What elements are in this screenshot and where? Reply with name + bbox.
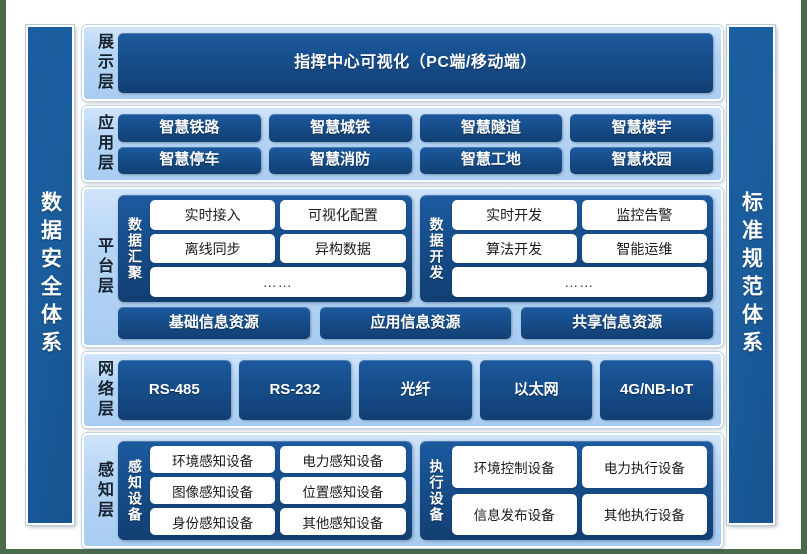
sensor-item-environment[interactable]: 环境感知设备	[150, 446, 276, 473]
aggregation-item-visual-config[interactable]: 可视化配置	[280, 200, 406, 230]
aggregation-item-offline-sync[interactable]: 离线同步	[150, 233, 276, 264]
layer-application: 应用层 智慧铁路 智慧城铁 智慧隧道 智慧楼宇 智慧停车 智慧消防 智慧工地 智…	[82, 106, 723, 182]
development-row-1: 实时开发 监控告警	[451, 200, 707, 230]
group-sensing-device-title: 感知设备	[127, 458, 143, 523]
diagram-canvas: 数据安全体系 标准规范体系 展示层 指挥中心可视化（PC端/移动端） 应用层 智…	[6, 0, 801, 549]
group-actuator-device-title: 执行设备	[428, 458, 445, 523]
app-item-smart-railway[interactable]: 智慧铁路	[118, 114, 261, 142]
group-sensing-device: 感知设备 环境感知设备 电力感知设备 图像感知设备 位置感知设备	[118, 441, 412, 540]
layer-network: 网络层 RS-485 RS-232 光纤 以太网 4G/NB-IoT	[82, 352, 723, 428]
resource-item-shared[interactable]: 共享信息资源	[521, 307, 714, 339]
sensor-item-power[interactable]: 电力感知设备	[280, 446, 406, 473]
aggregation-item-realtime-access[interactable]: 实时接入	[150, 200, 276, 230]
aggregation-row-2: 离线同步 异构数据	[150, 233, 406, 264]
aggregation-item-more[interactable]: ……	[150, 267, 406, 298]
group-actuator-device: 执行设备 环境控制设备 电力执行设备 信息发布设备 其他执行设备	[419, 441, 713, 540]
group-data-aggregation: 数据汇聚 实时接入 可视化配置 离线同步 异构数据	[118, 195, 412, 302]
actuator-row-1: 环境控制设备 电力执行设备	[451, 446, 707, 488]
actuator-item-other-exec[interactable]: 其他执行设备	[581, 493, 707, 535]
side-bar-right-label: 标准规范体系	[739, 191, 763, 359]
side-bar-standard-spec: 标准规范体系	[727, 25, 775, 525]
layer-sensing: 感知层 感知设备 环境感知设备 电力感知设备	[82, 433, 723, 548]
network-item-fiber[interactable]: 光纤	[359, 360, 472, 420]
layer-platform-label: 平台层	[95, 237, 112, 297]
network-row: RS-485 RS-232 光纤 以太网 4G/NB-IoT	[118, 360, 713, 420]
group-data-development-items: 实时开发 监控告警 算法开发 智能运维 ……	[451, 200, 707, 298]
sensor-item-identity[interactable]: 身份感知设备	[150, 508, 276, 535]
layer-network-label: 网络层	[95, 360, 112, 420]
sensor-item-other[interactable]: 其他感知设备	[280, 508, 406, 535]
app-item-smart-building[interactable]: 智慧楼宇	[570, 114, 713, 142]
group-sensing-device-items: 环境感知设备 电力感知设备 图像感知设备 位置感知设备 身份感知设备 其他感知设…	[150, 446, 406, 535]
layer-display: 展示层 指挥中心可视化（PC端/移动端）	[82, 25, 723, 101]
app-item-smart-metro[interactable]: 智慧城铁	[268, 114, 412, 142]
sensor-item-image[interactable]: 图像感知设备	[150, 477, 276, 504]
development-item-realtime-dev[interactable]: 实时开发	[451, 200, 577, 230]
sensor-row-2: 图像感知设备 位置感知设备	[150, 477, 406, 504]
sensor-row-1: 环境感知设备 电力感知设备	[150, 446, 406, 473]
development-item-monitor-alarm[interactable]: 监控告警	[581, 200, 707, 230]
actuator-item-power-exec[interactable]: 电力执行设备	[581, 446, 707, 488]
layer-application-body: 智慧铁路 智慧城铁 智慧隧道 智慧楼宇 智慧停车 智慧消防 智慧工地 智慧校园	[118, 114, 713, 174]
group-actuator-device-items: 环境控制设备 电力执行设备 信息发布设备 其他执行设备	[451, 446, 707, 535]
resource-item-app[interactable]: 应用信息资源	[319, 307, 512, 339]
group-data-aggregation-items: 实时接入 可视化配置 离线同步 异构数据 ……	[150, 200, 406, 298]
sensor-item-location[interactable]: 位置感知设备	[280, 477, 406, 504]
application-row-2: 智慧停车 智慧消防 智慧工地 智慧校园	[118, 146, 713, 174]
network-item-rs485[interactable]: RS-485	[118, 360, 231, 420]
group-data-aggregation-title: 数据汇聚	[127, 216, 143, 281]
development-item-more[interactable]: ……	[451, 267, 707, 298]
network-item-4g-nbiot[interactable]: 4G/NB-IoT	[600, 360, 713, 420]
app-item-smart-parking[interactable]: 智慧停车	[118, 146, 261, 174]
app-item-smart-fire[interactable]: 智慧消防	[268, 146, 412, 174]
layer-stack: 展示层 指挥中心可视化（PC端/移动端） 应用层 智慧铁路 智慧城铁 智慧隧道 …	[82, 25, 723, 548]
group-data-development: 数据开发 实时开发 监控告警 算法开发 智能运维	[419, 195, 713, 302]
actuator-item-environment-control[interactable]: 环境控制设备	[451, 446, 577, 488]
layer-sensing-label: 感知层	[95, 460, 112, 521]
development-item-algorithm-dev[interactable]: 算法开发	[451, 233, 577, 264]
layer-display-label: 展示层	[95, 33, 112, 93]
application-row-1: 智慧铁路 智慧城铁 智慧隧道 智慧楼宇	[118, 114, 713, 142]
layer-network-body: RS-485 RS-232 光纤 以太网 4G/NB-IoT	[118, 360, 713, 420]
display-banner[interactable]: 指挥中心可视化（PC端/移动端）	[118, 33, 713, 93]
aggregation-row-1: 实时接入 可视化配置	[150, 200, 406, 230]
layer-platform-body: 数据汇聚 实时接入 可视化配置 离线同步 异构数据	[118, 195, 714, 339]
sensing-group-container: 感知设备 环境感知设备 电力感知设备 图像感知设备 位置感知设备	[118, 441, 713, 540]
network-item-rs232[interactable]: RS-232	[238, 360, 352, 420]
side-bar-data-security: 数据安全体系	[26, 25, 74, 525]
actuator-item-info-publish[interactable]: 信息发布设备	[451, 493, 577, 535]
development-row-3: ……	[451, 267, 707, 298]
layer-sensing-body: 感知设备 环境感知设备 电力感知设备 图像感知设备 位置感知设备	[118, 441, 713, 540]
resource-item-basic[interactable]: 基础信息资源	[118, 307, 310, 339]
side-bar-left-label: 数据安全体系	[38, 191, 62, 359]
platform-group-container: 数据汇聚 实时接入 可视化配置 离线同步 异构数据	[118, 195, 713, 302]
platform-resource-row: 基础信息资源 应用信息资源 共享信息资源	[118, 307, 714, 339]
app-item-smart-tunnel[interactable]: 智慧隧道	[419, 114, 563, 142]
layer-application-label: 应用层	[95, 114, 112, 174]
layer-platform: 平台层 数据汇聚 实时接入 可视化配置	[82, 187, 723, 347]
network-item-ethernet[interactable]: 以太网	[479, 360, 593, 420]
aggregation-row-3: ……	[150, 267, 406, 298]
sensor-row-3: 身份感知设备 其他感知设备	[150, 508, 406, 535]
actuator-row-2: 信息发布设备 其他执行设备	[451, 493, 707, 535]
app-item-smart-site[interactable]: 智慧工地	[419, 146, 563, 174]
group-data-development-title: 数据开发	[428, 216, 445, 281]
aggregation-item-hetero-data[interactable]: 异构数据	[280, 233, 406, 264]
development-row-2: 算法开发 智能运维	[451, 233, 707, 264]
layer-display-body: 指挥中心可视化（PC端/移动端）	[118, 33, 713, 93]
app-item-smart-campus[interactable]: 智慧校园	[570, 146, 713, 174]
development-item-smart-ops[interactable]: 智能运维	[581, 233, 707, 264]
